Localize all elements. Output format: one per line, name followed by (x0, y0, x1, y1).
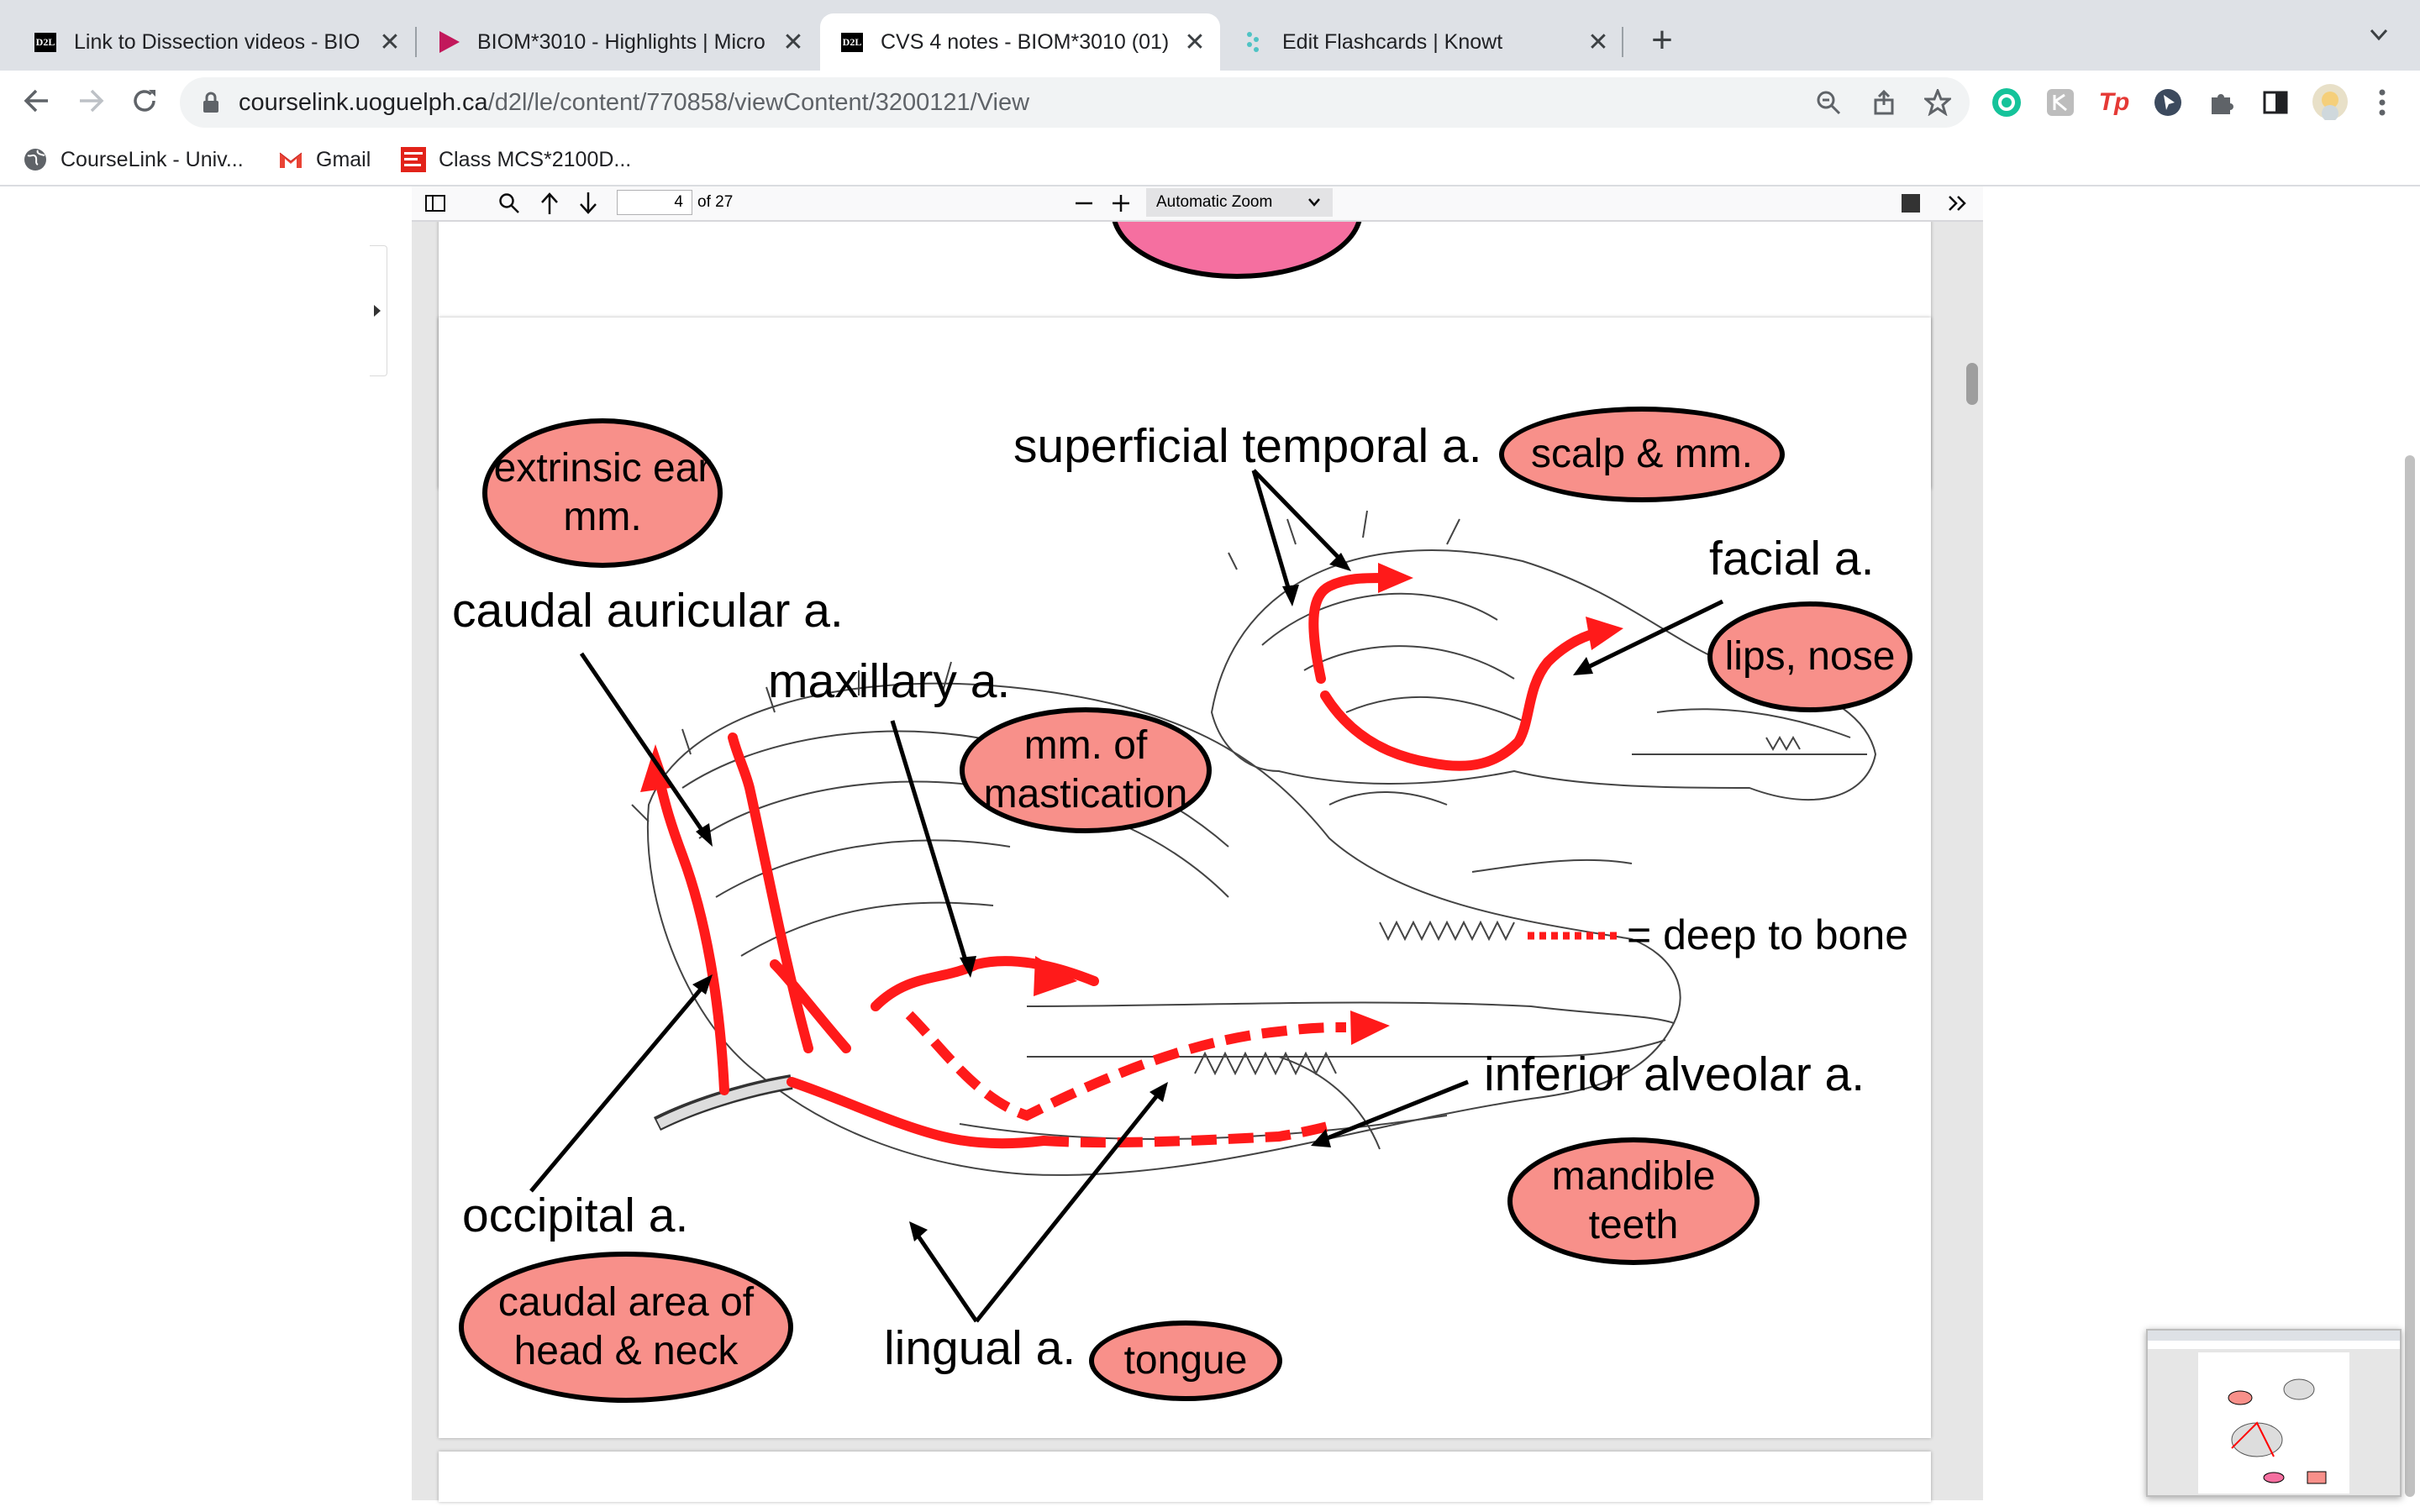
next-page-icon[interactable] (573, 190, 603, 217)
legend-deep-to-bone: = deep to bone (1627, 911, 1909, 958)
share-icon[interactable] (1869, 87, 1899, 118)
d2l-icon: D2L (839, 29, 865, 55)
tab-strip: D2L Link to Dissection videos - BIO ✕ BI… (0, 0, 2420, 71)
tools-menu-icon[interactable] (1943, 190, 1973, 217)
small-skull-arteries (1308, 573, 1603, 771)
content-viewer: 4 of 27 Automatic Zoom (0, 186, 2420, 1512)
arrowhead (640, 744, 671, 792)
large-skull-arteries (656, 732, 1099, 1149)
bubble-mastication: mm. of mastication (960, 707, 1212, 833)
bubble-lips-nose: lips, nose (1707, 601, 1912, 712)
bookmark-class-mcs[interactable]: Class MCS*2100D... (400, 143, 631, 176)
extension-icon[interactable] (2044, 86, 2077, 119)
url-text[interactable]: courselink.uoguelph.ca/d2l/le/content/77… (239, 89, 1030, 116)
chevron-down-icon[interactable] (2366, 22, 2391, 54)
pdf-page-4: superficial temporal a. facial a. caudal… (439, 318, 1931, 1438)
page-number-input[interactable]: 4 (617, 190, 692, 215)
grammarly-icon[interactable] (1990, 86, 2023, 119)
arrowhead (1586, 617, 1623, 650)
lock-icon[interactable] (200, 89, 222, 116)
globe-icon (22, 146, 49, 173)
label-superficial-temporal: superficial temporal a. (1013, 419, 1482, 473)
arrowhead (1350, 1011, 1390, 1045)
arrowhead (1378, 563, 1413, 593)
tab-separator (1622, 27, 1623, 57)
tab-dissection-videos[interactable]: D2L Link to Dissection videos - BIO ✕ (13, 13, 415, 71)
tab-cvs-notes[interactable]: D2L CVS 4 notes - BIOM*3010 (01) ✕ (820, 13, 1220, 71)
bubble-caudal-head-neck: caudal area of head & neck (459, 1252, 793, 1403)
presentation-mode-icon[interactable] (1896, 190, 1926, 217)
pdf-toolbar: 4 of 27 Automatic Zoom (412, 186, 1983, 222)
label-maxillary: maxillary a. (768, 654, 1011, 708)
address-bar[interactable]: courselink.uoguelph.ca/d2l/le/content/77… (180, 77, 1970, 128)
zoom-in-button[interactable] (1106, 190, 1136, 217)
deep-artery-dashes (905, 1011, 1347, 1148)
bookmark-gmail[interactable]: Gmail (277, 143, 371, 176)
tab-separator (415, 27, 417, 57)
more-vert-icon[interactable] (2370, 86, 2395, 119)
pink-bubble (1111, 220, 1363, 279)
back-button[interactable] (13, 77, 60, 124)
bubble-mandible-teeth: mandible teeth (1507, 1137, 1760, 1265)
search-icon[interactable] (494, 190, 524, 217)
zoom-out-button[interactable] (1069, 190, 1099, 217)
screenshot-thumbnail[interactable] (2146, 1329, 2402, 1497)
forward-button[interactable] (67, 77, 114, 124)
d2l-icon: D2L (32, 29, 59, 55)
sidebar-toggle-icon[interactable] (420, 190, 450, 217)
reload-button[interactable] (121, 77, 168, 124)
avatar[interactable] (2311, 82, 2349, 121)
arrowhead (1034, 956, 1077, 996)
mcgraw-icon (400, 146, 427, 173)
cursor-extension-icon[interactable] (2151, 86, 2185, 119)
pdf-page-5 (439, 1452, 1931, 1502)
bubble-extrinsic-ear: extrinsic ear mm. (482, 418, 723, 568)
bubble-scalp: scalp & mm. (1499, 407, 1785, 502)
reload-icon (134, 90, 155, 112)
page-count-label: of 27 (697, 193, 734, 211)
close-icon[interactable]: ✕ (379, 28, 401, 56)
browser-toolbar: courselink.uoguelph.ca/d2l/le/content/77… (0, 71, 2420, 134)
common-carotid-sketch (653, 1074, 794, 1131)
chevron-down-icon (1308, 198, 1320, 207)
previous-page-icon[interactable] (534, 190, 565, 217)
label-inferior-alveolar: inferior alveolar a. (1484, 1047, 1865, 1101)
skull-illustration (529, 469, 1877, 1323)
zoom-out-icon[interactable] (1813, 87, 1844, 118)
label-caudal-auricular: caudal auricular a. (452, 584, 844, 638)
pointer-arrows (529, 469, 1724, 1323)
label-lingual: lingual a. (884, 1321, 1076, 1375)
bookmark-star-icon[interactable] (1923, 87, 1953, 118)
bookmarks-bar: CourseLink - Univ... Gmail Class MCS*210… (0, 134, 2420, 186)
pdf-scrollbar[interactable] (1966, 363, 1978, 405)
page-scrollbar[interactable] (2405, 455, 2415, 1497)
gmail-icon (277, 146, 304, 173)
arrow-left-icon (24, 89, 48, 113)
puzzle-icon[interactable] (2205, 86, 2238, 119)
bubble-tongue: tongue (1089, 1320, 1282, 1401)
close-icon[interactable]: ✕ (1587, 28, 1609, 56)
knowt-icon (1240, 29, 1267, 55)
bookmark-courselink[interactable]: CourseLink - Univ... (22, 143, 244, 176)
tab-biom-highlights[interactable]: BIOM*3010 - Highlights | Micro ✕ (417, 13, 818, 71)
label-facial: facial a. (1709, 532, 1875, 585)
label-occipital: occipital a. (462, 1189, 689, 1242)
play-icon (435, 29, 462, 55)
tp-extension-icon[interactable]: Tp (2098, 88, 2130, 116)
close-icon[interactable]: ✕ (1184, 28, 1206, 56)
sidebar-expand-handle[interactable] (370, 245, 387, 376)
pointer-arrowheads (692, 553, 1593, 1242)
tab-knowt-flashcards[interactable]: Edit Flashcards | Knowt ✕ (1222, 13, 1623, 71)
side-panel-icon[interactable] (2259, 86, 2292, 119)
close-icon[interactable]: ✕ (782, 28, 804, 56)
zoom-select[interactable]: Automatic Zoom (1146, 188, 1333, 217)
arrow-right-icon (80, 89, 104, 113)
new-tab-button[interactable]: + (1651, 19, 1673, 60)
